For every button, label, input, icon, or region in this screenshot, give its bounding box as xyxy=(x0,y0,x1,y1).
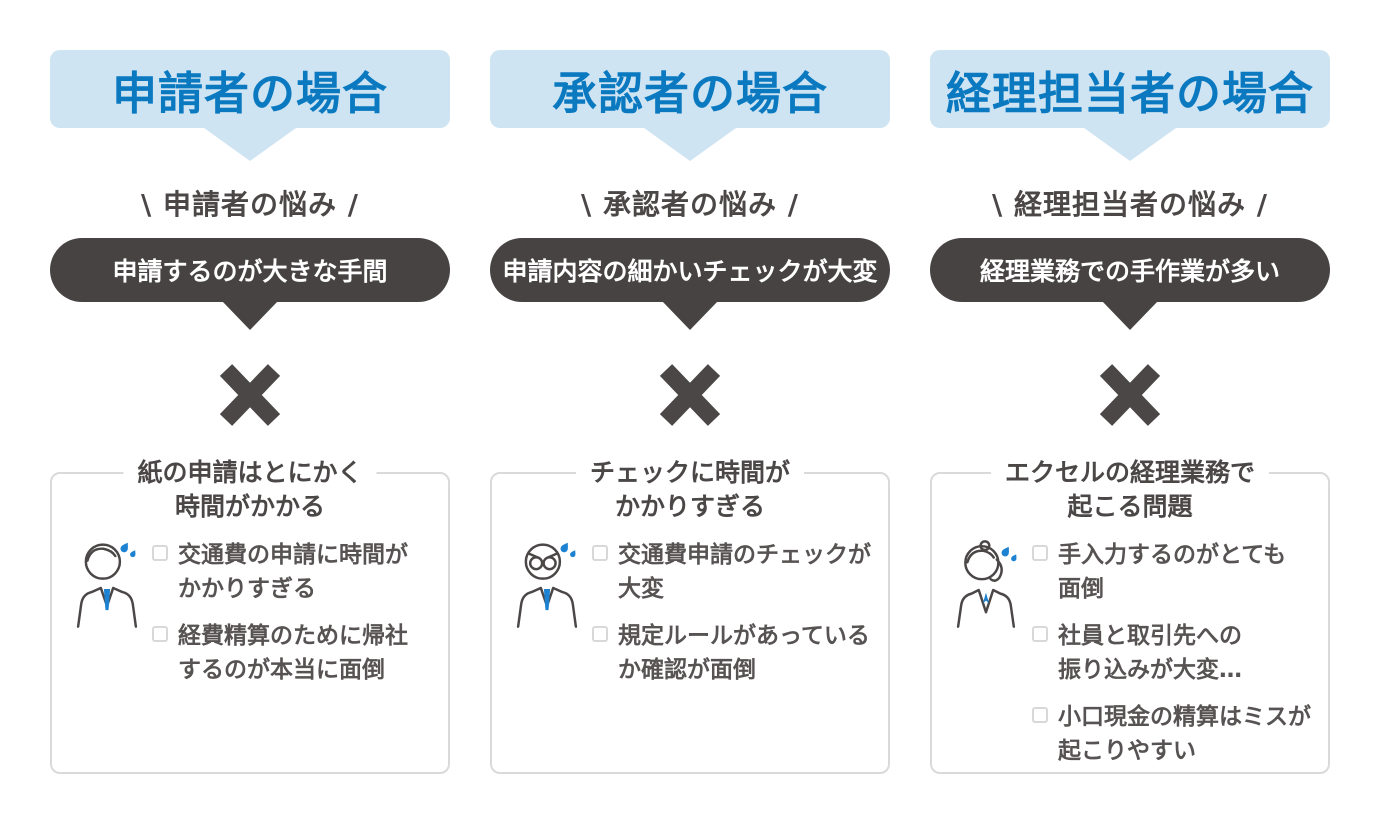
item-line: 面倒 xyxy=(1058,576,1104,602)
checklist-item: 手入力するのがとても 面倒 xyxy=(1032,538,1312,606)
problem-box-title: 紙の申請はとにかく 時間がかかる xyxy=(123,456,377,524)
multiply-x-icon xyxy=(1099,364,1161,426)
checklist-item-text: 交通費申請のチェックが 大変 xyxy=(618,538,871,606)
problem-box-title-line: 時間がかかる xyxy=(174,492,326,521)
problem-box-title: エクセルの経理業務で 起こる問題 xyxy=(990,456,1270,524)
problem-box: エクセルの経理業務で 起こる問題 xyxy=(930,456,1330,774)
pain-bubble: 経理業務での手作業が多い xyxy=(930,238,1330,331)
item-line: 交通費の申請に時間が xyxy=(178,542,408,568)
businessman-sweating-icon xyxy=(76,542,138,628)
checklist-item-text: 手入力するのがとても 面倒 xyxy=(1058,538,1286,606)
worry-label: \ 経理担当者の悩み / xyxy=(992,188,1268,221)
pain-bubble: 申請内容の細かいチェックが大変 xyxy=(490,238,890,331)
bubble-tail-triangle xyxy=(204,128,296,161)
item-line: 経費精算のために帰社 xyxy=(178,623,408,649)
pain-bubble: 申請するのが大きな手間 xyxy=(50,238,450,331)
checklist-item: 小口現金の精算はミスが 起こりやすい xyxy=(1032,700,1312,768)
pain-bubble-tail-triangle xyxy=(662,301,718,331)
checkbox-icon xyxy=(592,545,608,561)
case-header-bubble: 申請者の場合 xyxy=(50,50,450,161)
column-accountant: 経理担当者の場合 \ 経理担当者の悩み / 経理業務での手作業が多い エクセルの… xyxy=(930,50,1330,827)
column-approver: 承認者の場合 \ 承認者の悩み / 申請内容の細かいチェックが大変 チェックに時… xyxy=(490,50,890,827)
checkbox-icon xyxy=(1032,545,1048,561)
item-line: するのが本当に面倒 xyxy=(178,657,385,683)
case-header-label: 申請者の場合 xyxy=(111,66,388,120)
checklist-item-text: 交通費の申請に時間が かかりすぎる xyxy=(178,538,408,606)
bubble-tail-triangle xyxy=(644,128,736,161)
problem-box: チェックに時間が かかりすぎる xyxy=(490,456,890,774)
checklist-item-text: 小口現金の精算はミスが 起こりやすい xyxy=(1058,700,1311,768)
problem-box-body: 交通費の申請に時間が かかりすぎる 経費精算のために帰社 するのが本当に面倒 xyxy=(52,474,448,687)
checklist-item: 交通費の申請に時間が かかりすぎる xyxy=(152,538,432,606)
item-line: 大変 xyxy=(618,576,664,602)
problem-box-title: チェックに時間が かかりすぎる xyxy=(575,456,805,524)
checkbox-icon xyxy=(152,626,168,642)
checklist-item: 経費精算のために帰社 するのが本当に面倒 xyxy=(152,619,432,687)
checklist: 交通費の申請に時間が かかりすぎる 経費精算のために帰社 するのが本当に面倒 xyxy=(152,538,432,687)
problem-box-body: 交通費申請のチェックが 大変 規定ルールがあっている か確認が面倒 xyxy=(492,474,888,687)
worry-label: \ 申請者の悩み / xyxy=(141,188,359,221)
pain-label: 申請するのが大きな手間 xyxy=(112,257,388,286)
case-header-label: 経理担当者の場合 xyxy=(945,66,1314,120)
checkbox-icon xyxy=(1032,707,1048,723)
pain-label: 経理業務での手作業が多い xyxy=(979,257,1280,286)
problem-box-title-line: 紙の申請はとにかく xyxy=(137,458,363,487)
checklist: 手入力するのがとても 面倒 社員と取引先への 振り込みが大変… xyxy=(1032,538,1312,768)
item-line: 交通費申請のチェックが xyxy=(618,542,871,568)
problem-box-title-line: チェックに時間が xyxy=(589,458,791,487)
bubble-tail-triangle xyxy=(1084,128,1176,161)
pain-bubble-tail-triangle xyxy=(1102,301,1158,331)
checklist-item-text: 社員と取引先への 振り込みが大変… xyxy=(1058,619,1242,687)
problem-box-title-line: 起こる問題 xyxy=(1067,492,1193,521)
item-line: 規定ルールがあっている xyxy=(618,623,870,649)
checklist-item: 規定ルールがあっている か確認が面倒 xyxy=(592,619,872,687)
businessman-glasses-sweating-icon xyxy=(516,542,578,628)
checklist-item: 交通費申請のチェックが 大変 xyxy=(592,538,872,606)
case-header-label: 承認者の場合 xyxy=(551,66,828,120)
column-applicant: 申請者の場合 \ 申請者の悩み / 申請するのが大きな手間 紙の申請はとにかく … xyxy=(50,50,450,827)
case-header-bubble: 経理担当者の場合 xyxy=(930,50,1330,161)
checkbox-icon xyxy=(152,545,168,561)
checklist-item: 社員と取引先への 振り込みが大変… xyxy=(1032,619,1312,687)
checklist-item-text: 規定ルールがあっている か確認が面倒 xyxy=(618,619,870,687)
item-line: 社員と取引先への xyxy=(1058,623,1242,649)
item-line: 起こりやすい xyxy=(1058,738,1196,764)
checkbox-icon xyxy=(1032,626,1048,642)
problem-box-title-line: エクセルの経理業務で xyxy=(1004,458,1256,487)
item-line: 小口現金の精算はミスが xyxy=(1058,704,1311,730)
worry-label: \ 承認者の悩み / xyxy=(581,188,799,221)
problem-box: 紙の申請はとにかく 時間がかかる 交通費の申請に時間が xyxy=(50,456,450,774)
businesswoman-sweating-icon xyxy=(956,540,1017,628)
multiply-x-icon xyxy=(659,364,721,426)
checkbox-icon xyxy=(592,626,608,642)
item-line: か確認が面倒 xyxy=(618,657,756,683)
case-header-bubble: 承認者の場合 xyxy=(490,50,890,161)
pain-bubble-tail-triangle xyxy=(222,301,278,331)
item-line: 振り込みが大変… xyxy=(1058,657,1242,683)
checklist-item-text: 経費精算のために帰社 するのが本当に面倒 xyxy=(178,619,408,687)
problem-box-title-line: かかりすぎる xyxy=(614,492,766,521)
checklist: 交通費申請のチェックが 大変 規定ルールがあっている か確認が面倒 xyxy=(592,538,872,687)
problem-box-body: 手入力するのがとても 面倒 社員と取引先への 振り込みが大変… xyxy=(932,474,1328,768)
multiply-x-icon xyxy=(219,364,281,426)
item-line: かかりすぎる xyxy=(178,576,316,602)
pain-label: 申請内容の細かいチェックが大変 xyxy=(502,257,878,286)
item-line: 手入力するのがとても xyxy=(1058,542,1287,568)
